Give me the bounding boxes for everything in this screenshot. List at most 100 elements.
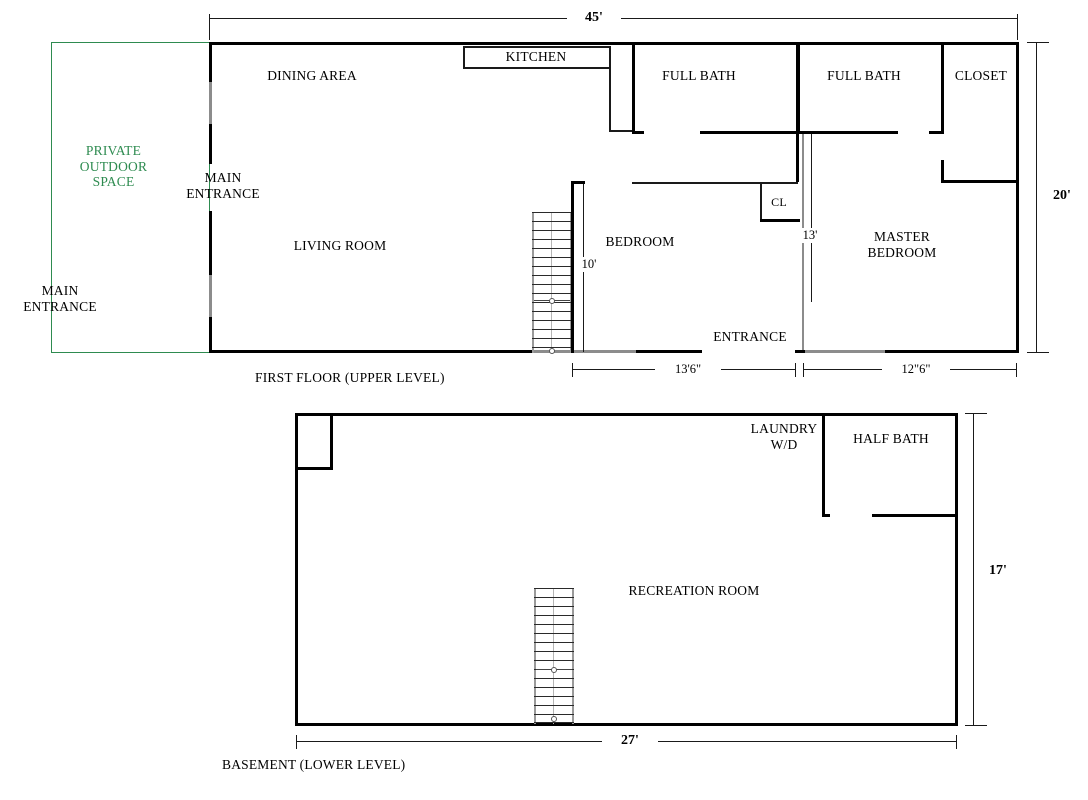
closet-label: CLOSET [954, 68, 1008, 83]
stair-tread [534, 615, 574, 616]
main-entrance-left-label: MAIN ENTRANCE [23, 283, 97, 314]
private-outdoor-space-boundary [51, 42, 210, 353]
dim-tick-136-right [795, 363, 796, 377]
door-main-entrance-upper[interactable] [209, 82, 212, 124]
stair-tread [532, 248, 572, 249]
wall-ff-bottom-master-opening [805, 350, 885, 353]
stair-tread [532, 329, 572, 330]
stair-tread [532, 230, 572, 231]
stair-tread [534, 705, 574, 706]
dim-label-overall-width: 45' [567, 10, 621, 26]
wall-kitchen-top [463, 46, 610, 48]
first-floor-caption: FIRST FLOOR (UPPER LEVEL) [255, 370, 445, 385]
wall-kitchen-bottom [463, 67, 610, 69]
stair-tread [534, 678, 574, 679]
stair-tread [532, 239, 572, 240]
stair-tread [532, 221, 572, 222]
staircase-basement [534, 588, 574, 724]
wall-fullbath2-left [796, 42, 800, 134]
dim-label-basement-depth: 17' [976, 563, 1020, 579]
dim-tick-17-top [965, 413, 987, 414]
stair-pivot-marker-bottom [549, 348, 555, 354]
wall-fullbath1-left [632, 42, 635, 134]
dim-tick-17-bottom [965, 725, 987, 726]
entrance-label: ENTRANCE [713, 329, 787, 344]
wall-ff-top [209, 42, 1019, 45]
stair-tread [534, 624, 574, 625]
stair-pivot-marker [551, 667, 557, 673]
wall-bedroom-left [571, 181, 574, 353]
dim-tick-45-right [1017, 14, 1018, 40]
stair-tread [532, 266, 572, 267]
wall-bsmt-right-upper [955, 413, 958, 517]
basement-caption: BASEMENT (LOWER LEVEL) [222, 757, 406, 772]
stair-tread [532, 338, 572, 339]
stair-tread [534, 660, 574, 661]
dim-tick-27-right [956, 735, 957, 749]
dim-tick-126-right [1016, 363, 1017, 377]
wall-cl-left [760, 184, 762, 222]
dim-label-master-width: 12"6" [882, 362, 950, 377]
wall-ff-left-a [209, 42, 212, 82]
wall-fullbath2-bottom [800, 131, 898, 134]
dim-line-20 [1036, 42, 1037, 353]
wall-master-right-return-v [941, 160, 944, 182]
wall-fullbath1-bottom-jamb-left [632, 131, 644, 134]
wall-ff-left-b [209, 124, 212, 164]
dim-label-overall-depth: 20' [1040, 188, 1084, 204]
wall-closet-left [941, 42, 944, 134]
wall-kitchen-right-down [609, 46, 611, 131]
wall-fullbath2-bottom-jamb [929, 131, 944, 134]
staircase-first-floor [532, 212, 572, 354]
wall-ff-bottom-left [209, 350, 534, 353]
wall-bsmt-notch-right [330, 413, 333, 470]
recreation-room-label: RECREATION ROOM [628, 583, 760, 598]
dim-label-bedroom-depth: 10' [574, 257, 604, 272]
stair-tread [532, 257, 572, 258]
stair-tread [534, 642, 574, 643]
wall-master-left [796, 134, 799, 182]
stair-tread [534, 651, 574, 652]
wall-halfbath-left [822, 413, 825, 517]
stair-tread [534, 696, 574, 697]
stair-tread [534, 687, 574, 688]
wall-bsmt-left [295, 413, 298, 725]
living-room-label: LIVING ROOM [293, 238, 387, 253]
wall-halfbath-bottom-jamb [822, 514, 830, 517]
stair-tread [532, 284, 572, 285]
dim-tick-126-left [803, 363, 804, 377]
stair-tread [532, 275, 572, 276]
stair-tread [534, 606, 574, 607]
laundry-label: LAUNDRY W/D [750, 421, 818, 452]
main-entrance-inner-label: MAIN ENTRANCE [186, 170, 260, 201]
wall-ff-bottom-bedroom-opening [534, 350, 636, 353]
wall-fullbath1-bottom [700, 131, 798, 134]
stair-tread [532, 212, 572, 213]
wall-bsmt-right-lower [955, 515, 958, 726]
dim-tick-20-top [1027, 42, 1049, 43]
cl-closet-label: CL [771, 195, 787, 209]
wall-halfbath-bottom [872, 514, 958, 517]
full-bath-2-label: FULL BATH [827, 68, 901, 83]
stair-tread [532, 320, 572, 321]
wall-kitchen-bottom-return [609, 130, 634, 132]
stair-tread [534, 597, 574, 598]
wall-ff-bottom-entrance-jamb [795, 350, 805, 353]
wall-ff-bottom-bedroom [636, 350, 702, 353]
wall-ff-bottom-master [885, 350, 1019, 353]
stair-tread [532, 347, 572, 348]
wall-ff-left-d [209, 317, 212, 353]
dim-label-master-depth: 13' [795, 228, 825, 243]
stair-tread [534, 588, 574, 589]
bedroom-label: BEDROOM [605, 234, 675, 249]
dim-tick-45-left [209, 14, 210, 40]
staircase-center-rail [553, 588, 554, 724]
staircase-frame [534, 588, 574, 724]
door-main-entrance-lower[interactable] [209, 275, 212, 317]
wall-kitchen-left [463, 46, 465, 68]
dim-label-bedroom-width: 13'6" [655, 362, 721, 377]
dim-line-13 [811, 134, 812, 302]
stair-tread [534, 633, 574, 634]
staircase-center-rail [551, 212, 552, 353]
